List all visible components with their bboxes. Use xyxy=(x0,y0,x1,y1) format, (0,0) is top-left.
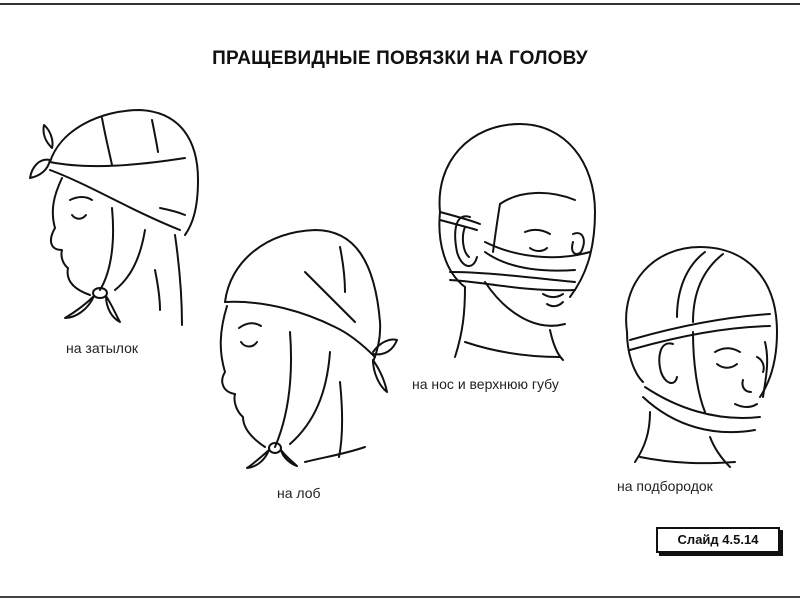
caption-nose-lip: на нос и верхнюю губу xyxy=(412,376,559,392)
caption-nape: на затылок xyxy=(66,340,139,356)
caption-forehead: на лоб xyxy=(277,485,321,501)
figure-chin xyxy=(605,232,790,472)
head-bandage-forehead-icon xyxy=(219,229,398,469)
slide-title: ПРАЩЕВИДНЫЕ ПОВЯЗКИ НА ГОЛОВУ xyxy=(212,48,588,69)
slide-number-badge: Слайд 4.5.14 xyxy=(656,527,780,553)
bottom-border-rule xyxy=(0,596,800,598)
top-border-rule xyxy=(0,3,800,5)
figure-nape xyxy=(20,100,220,330)
head-bandage-nape-icon xyxy=(29,109,199,326)
head-bandage-chin-icon xyxy=(625,246,778,468)
head-bandage-nose-lip-icon xyxy=(438,123,596,361)
caption-chin: на подбородок xyxy=(617,478,713,494)
figure-nose-lip xyxy=(425,112,605,362)
figure-forehead xyxy=(205,222,400,472)
